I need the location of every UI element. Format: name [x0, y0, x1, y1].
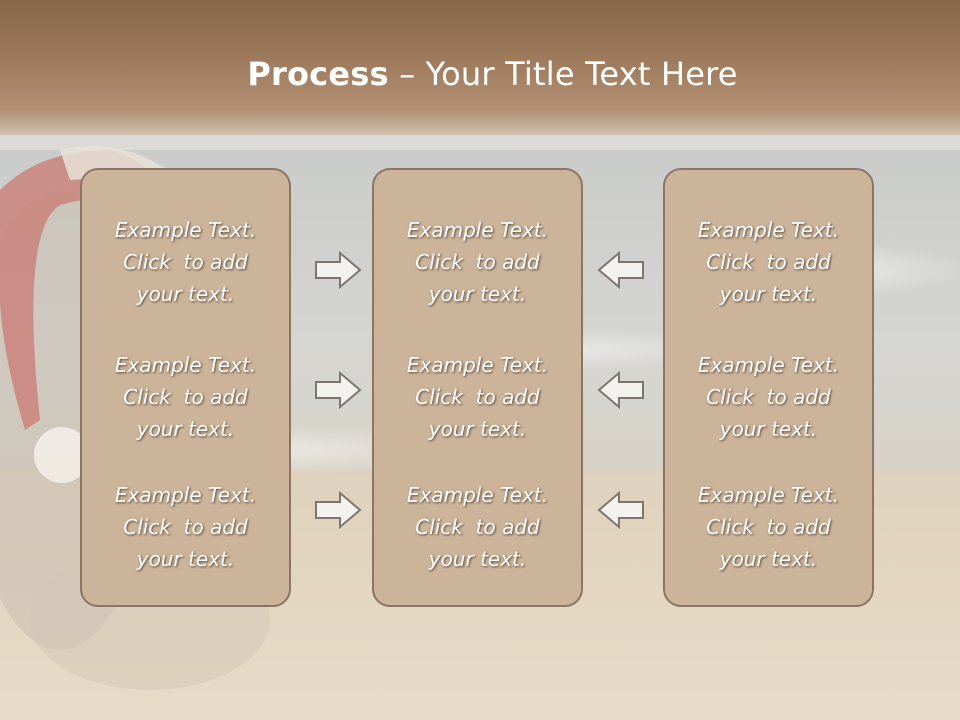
process-box-left[interactable]: Example Text. Click to add your text. Ex… — [80, 168, 291, 607]
text-line: Click to add — [123, 250, 248, 274]
text-line: your text. — [719, 547, 818, 571]
text-line: Example Text. — [406, 483, 549, 507]
text-line: Click to add — [415, 250, 540, 274]
text-line: your text. — [428, 547, 527, 571]
text-line: Example Text. — [114, 353, 257, 377]
title-rest: – Your Title Text Here — [388, 55, 738, 93]
text-line: your text. — [136, 547, 235, 571]
text-line: your text. — [428, 282, 527, 306]
text-item[interactable]: Example Text. Click to add your text. — [374, 214, 581, 310]
text-item[interactable]: Example Text. Click to add your text. — [665, 479, 872, 575]
text-line: Example Text. — [114, 483, 257, 507]
text-line: your text. — [719, 282, 818, 306]
text-item[interactable]: Example Text. Click to add your text. — [665, 349, 872, 445]
text-item[interactable]: Example Text. Click to add your text. — [374, 349, 581, 445]
text-line: Click to add — [706, 250, 831, 274]
text-line: your text. — [428, 417, 527, 441]
title-header-band — [0, 0, 960, 135]
text-line: Example Text. — [406, 218, 549, 242]
left-arrow-icon — [597, 250, 644, 290]
text-line: your text. — [136, 282, 235, 306]
left-arrow-icon — [597, 370, 644, 410]
text-item[interactable]: Example Text. Click to add your text. — [374, 479, 581, 575]
slide-title[interactable]: Process – Your Title Text Here — [0, 55, 960, 93]
text-line: Click to add — [123, 515, 248, 539]
left-arrow-icon — [597, 490, 644, 530]
text-line: Click to add — [415, 385, 540, 409]
text-line: Click to add — [706, 515, 831, 539]
text-line: Example Text. — [697, 353, 840, 377]
process-box-center[interactable]: Example Text. Click to add your text. Ex… — [372, 168, 583, 607]
text-item[interactable]: Example Text. Click to add your text. — [82, 479, 289, 575]
text-item[interactable]: Example Text. Click to add your text. — [665, 214, 872, 310]
text-line: Click to add — [706, 385, 831, 409]
right-arrow-icon — [315, 370, 362, 410]
text-line: Click to add — [123, 385, 248, 409]
text-line: Click to add — [415, 515, 540, 539]
text-line: your text. — [719, 417, 818, 441]
text-line: Example Text. — [697, 483, 840, 507]
text-item[interactable]: Example Text. Click to add your text. — [82, 349, 289, 445]
text-line: Example Text. — [697, 218, 840, 242]
text-line: Example Text. — [114, 218, 257, 242]
text-line: Example Text. — [406, 353, 549, 377]
text-line: your text. — [136, 417, 235, 441]
right-arrow-icon — [315, 250, 362, 290]
right-arrow-icon — [315, 490, 362, 530]
process-box-right[interactable]: Example Text. Click to add your text. Ex… — [663, 168, 874, 607]
title-bold: Process — [247, 55, 389, 93]
text-item[interactable]: Example Text. Click to add your text. — [82, 214, 289, 310]
